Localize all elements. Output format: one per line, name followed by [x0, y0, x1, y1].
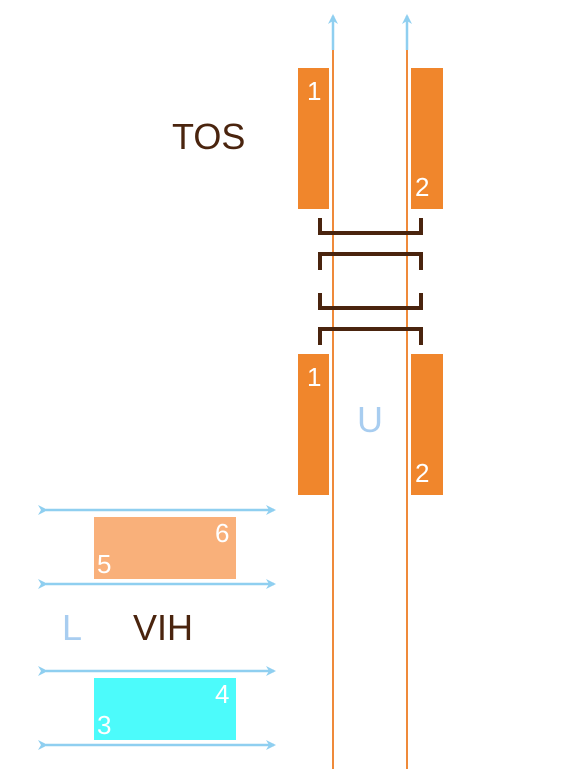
label-vih: VIH: [133, 607, 194, 648]
h-bracket-icon: [318, 293, 423, 310]
upper-left-block: 1: [298, 68, 329, 209]
block-number: 6: [215, 518, 230, 548]
block-number: 2: [415, 172, 430, 202]
block-number: 4: [215, 679, 230, 709]
lower-left-block: 1: [298, 354, 329, 495]
cyan-block: 4 3: [94, 678, 236, 740]
lower-right-block: 2: [411, 354, 443, 495]
block-number: 1: [307, 76, 322, 106]
block-number: 2: [415, 458, 430, 488]
h-bracket-icon: [318, 327, 423, 345]
block-number: 1: [307, 362, 322, 392]
peach-block: 6 5: [94, 517, 236, 579]
label-l: L: [62, 607, 83, 648]
h-bracket-icon: [318, 218, 423, 235]
block-number: 5: [97, 549, 112, 579]
label-tos: TOS: [172, 116, 246, 157]
label-u: U: [357, 399, 383, 440]
bracket-group: [318, 218, 423, 345]
block-number: 3: [97, 710, 112, 740]
h-bracket-icon: [318, 252, 423, 270]
upper-right-block: 2: [411, 68, 443, 209]
